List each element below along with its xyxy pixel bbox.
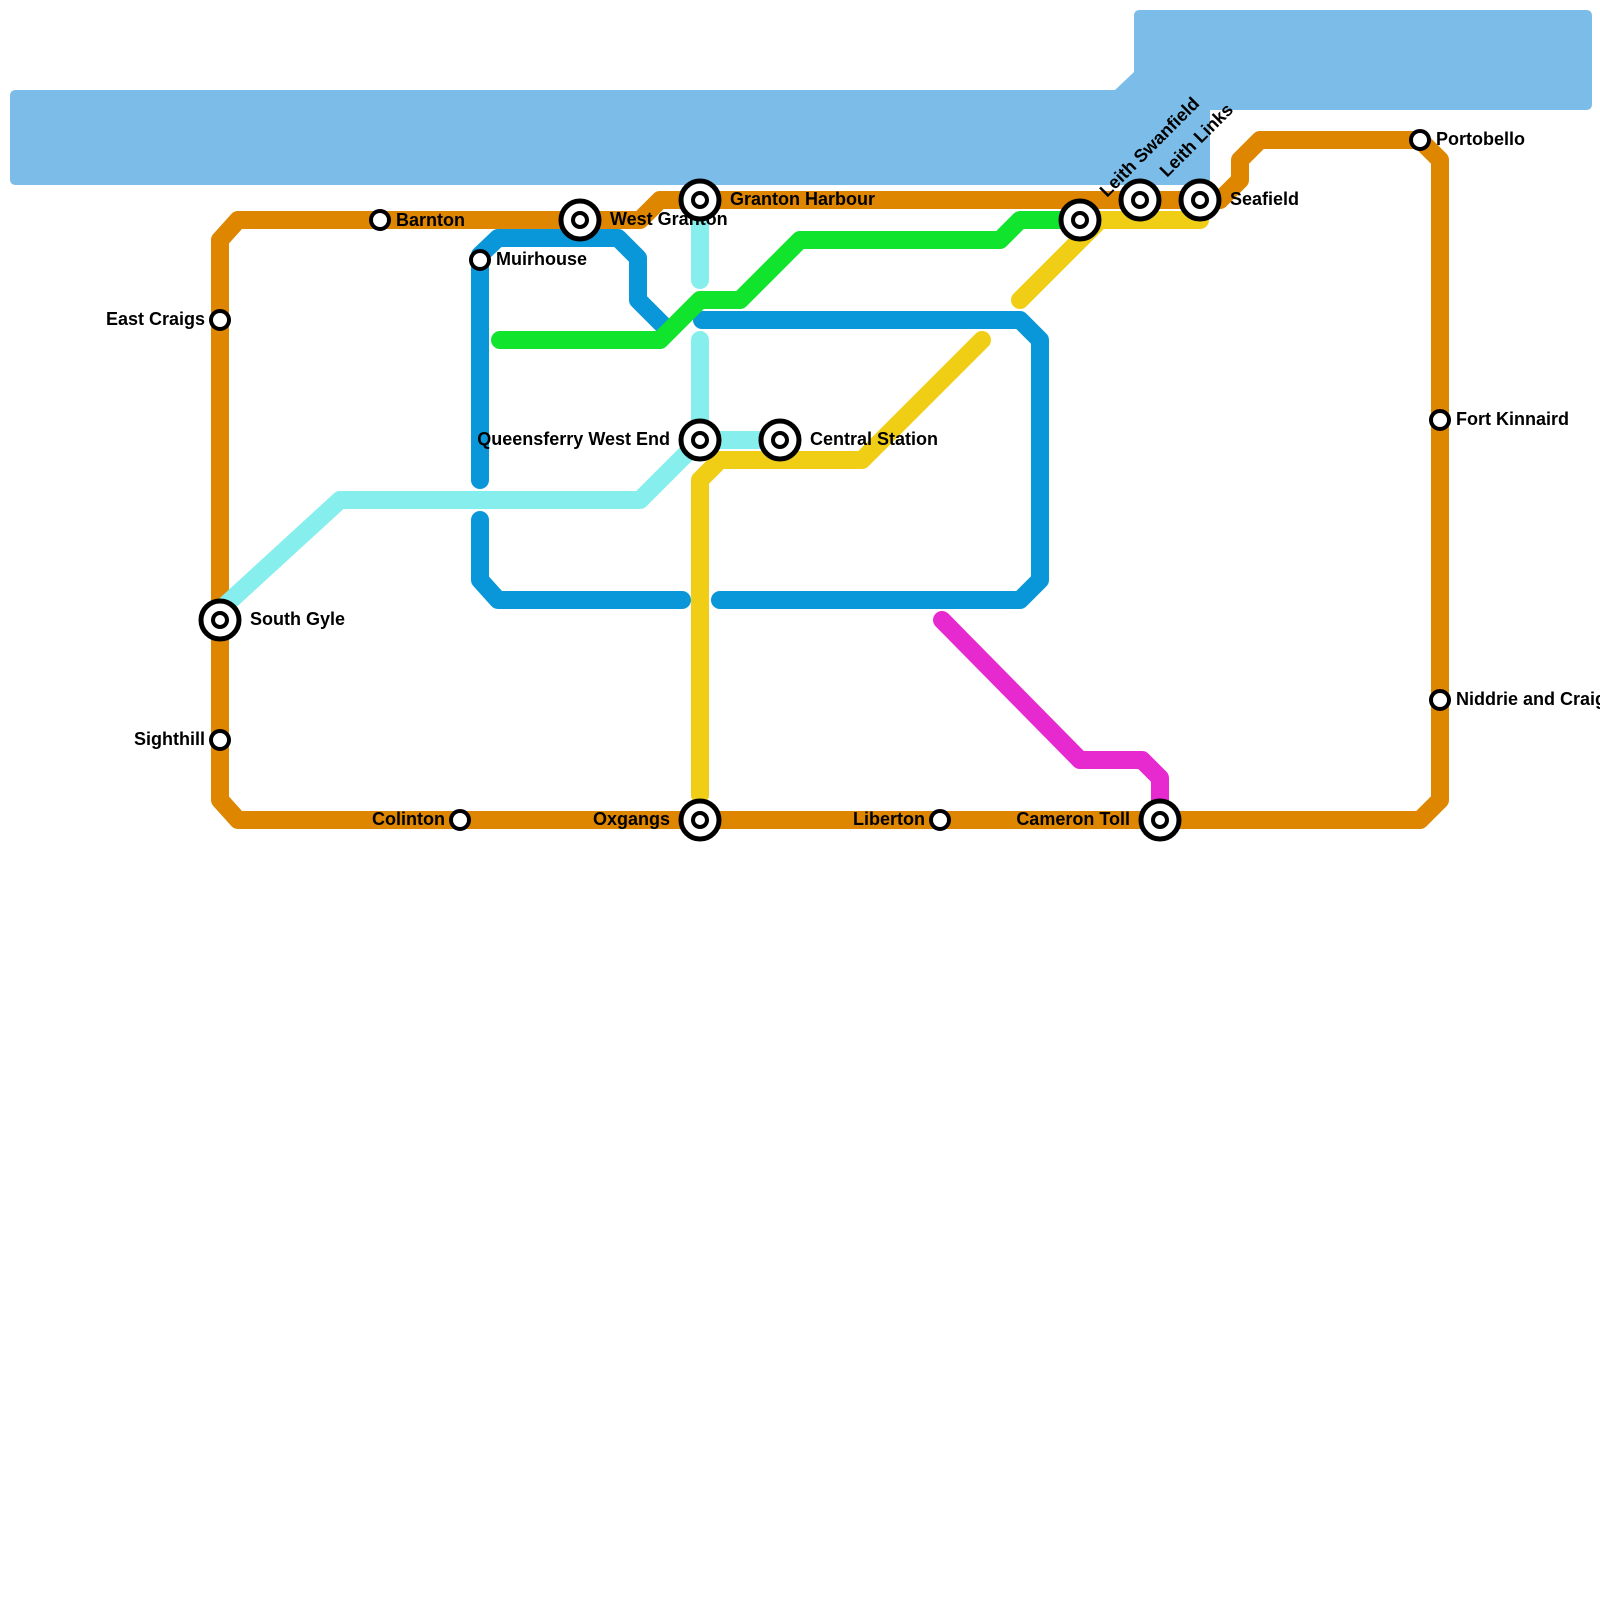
station-label: Barnton	[396, 210, 465, 230]
interchange-granton-harbour[interactable]: Granton Harbour	[678, 178, 875, 222]
station-label: Colinton	[372, 809, 445, 829]
station-label: Sighthill	[134, 729, 205, 749]
blue-line-c[interactable]	[693, 311, 1049, 609]
interchange-central-station[interactable]: Central Station	[758, 418, 938, 462]
station-label: East Craigs	[106, 309, 205, 329]
station-east-craigs[interactable]: East Craigs	[106, 309, 231, 331]
station-label: Granton Harbour	[730, 189, 875, 209]
interchange-queensferry-west-end[interactable]: Queensferry West End	[477, 418, 722, 462]
interchange-cameron-toll[interactable]: Cameron Toll	[1016, 798, 1182, 842]
magenta-line[interactable]	[933, 611, 1169, 809]
station-niddrie[interactable]: Niddrie and Craigmillar	[1429, 689, 1600, 711]
interchange-west-granton[interactable]: West Granton	[558, 198, 728, 242]
orange-line[interactable]	[211, 131, 1449, 829]
station-label: South Gyle	[250, 609, 345, 629]
station-portobello[interactable]: Portobello	[1409, 129, 1525, 151]
blue-line-b[interactable]	[471, 511, 691, 609]
station-label: Cameron Toll	[1016, 809, 1130, 829]
interchange-south-gyle[interactable]: South Gyle	[198, 598, 345, 642]
station-colinton[interactable]: Colinton	[372, 809, 471, 831]
water-body	[10, 10, 1592, 185]
station-label: Seafield	[1230, 189, 1299, 209]
station-muirhouse[interactable]: Muirhouse	[469, 249, 587, 271]
station-label: Oxgangs	[593, 809, 670, 829]
green-line[interactable]	[491, 211, 1069, 349]
station-label: Queensferry West End	[477, 429, 670, 449]
station-label: Central Station	[810, 429, 938, 449]
yellow-line-b[interactable]	[1011, 211, 1209, 309]
interchange-seafield[interactable]: Seafield	[1178, 178, 1299, 222]
interchange-oxgangs[interactable]: Oxgangs	[593, 798, 722, 842]
station-sighthill[interactable]: Sighthill	[134, 729, 231, 751]
station-label: Muirhouse	[496, 249, 587, 269]
station-label: Niddrie and Craigmillar	[1456, 689, 1600, 709]
station-barnton[interactable]: Barnton	[369, 209, 465, 231]
station-label: Liberton	[853, 809, 925, 829]
station-label: Fort Kinnaird	[1456, 409, 1569, 429]
station-label: Portobello	[1436, 129, 1525, 149]
station-liberton[interactable]: Liberton	[853, 809, 951, 831]
yellow-line-a[interactable]	[691, 331, 991, 804]
station-fort-kinnaird[interactable]: Fort Kinnaird	[1429, 409, 1569, 431]
